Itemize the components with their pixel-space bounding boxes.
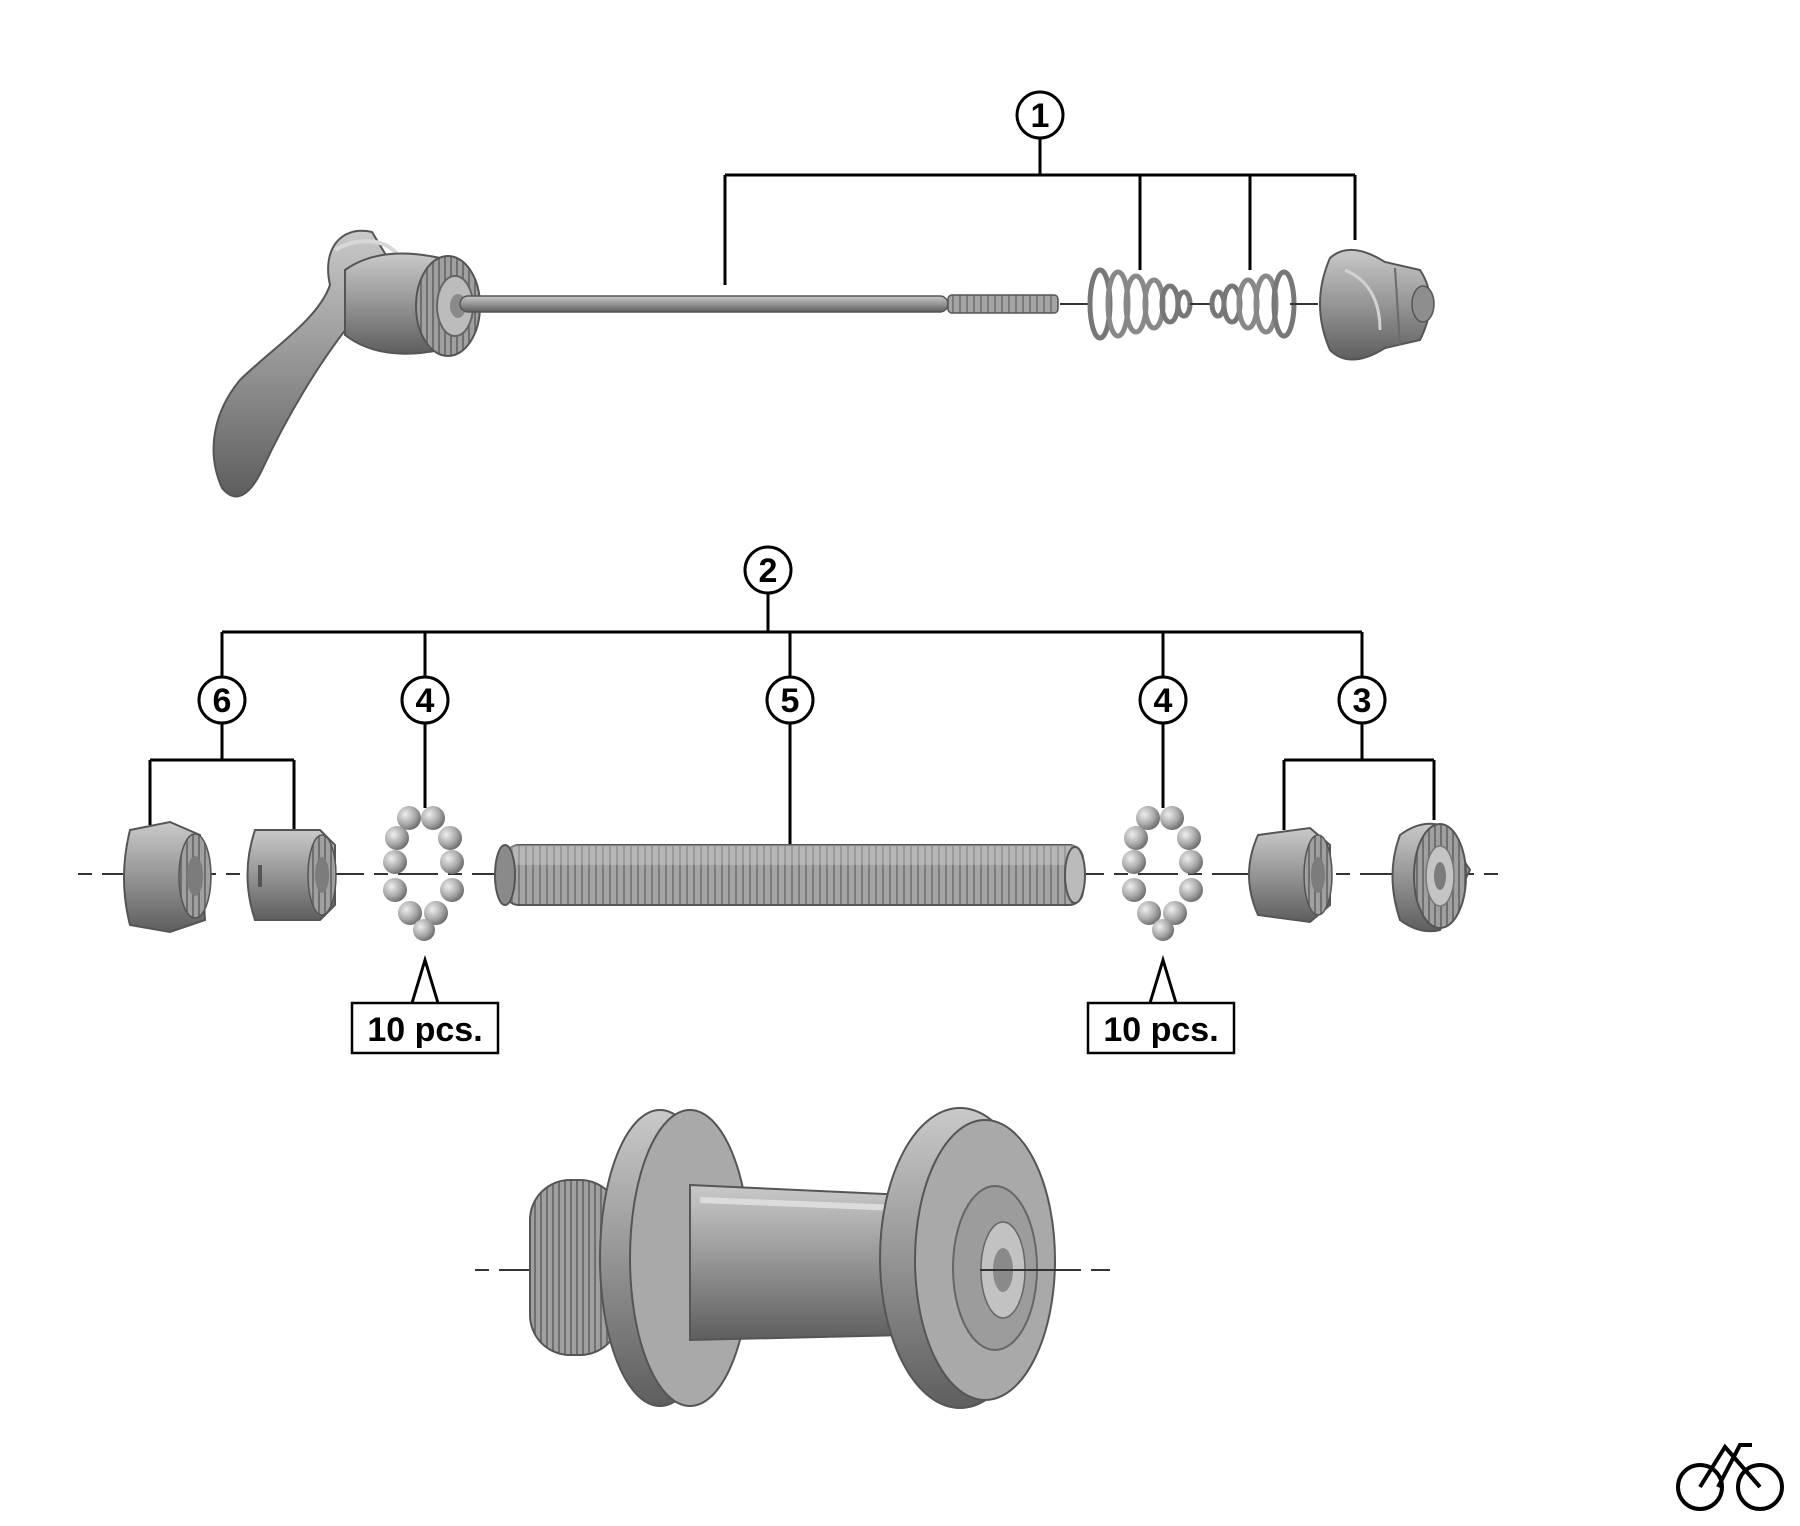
svg-text:6: 6 (213, 682, 232, 720)
right-locknut (1391, 822, 1472, 933)
svg-text:10 pcs.: 10 pcs. (1103, 1011, 1218, 1049)
svg-text:4: 4 (416, 682, 435, 720)
hub-axle (494, 844, 1086, 906)
qr-cam-body (344, 252, 481, 357)
bicycle-icon (1676, 1443, 1784, 1511)
callout-1: 1 (1015, 90, 1065, 140)
svg-text:10 pcs.: 10 pcs. (367, 1011, 482, 1049)
callout-2-leaders (220, 593, 1364, 677)
callout-2: 2 (743, 545, 793, 595)
hub-body (475, 1107, 1110, 1409)
left-ball-bearings (383, 806, 464, 941)
callout-6-leaders (148, 723, 296, 830)
right-ball-bearings (1122, 806, 1203, 941)
svg-text:3: 3 (1353, 682, 1372, 720)
svg-text:1: 1 (1031, 97, 1050, 135)
callout-5: 5 (765, 675, 815, 725)
callout-6: 6 (197, 675, 247, 725)
left-cone (246, 829, 337, 921)
callout-1-leaders (723, 138, 1357, 285)
callout-4-left: 4 (400, 675, 450, 725)
quantity-label-left: 10 pcs. (350, 954, 500, 1055)
qr-spring-right (1209, 269, 1297, 339)
qr-skewer-rod (459, 294, 1059, 314)
svg-text:4: 4 (1154, 682, 1173, 720)
quantity-label-right: 10 pcs. (1086, 954, 1236, 1055)
callout-4-right: 4 (1138, 675, 1188, 725)
callout-3: 3 (1337, 675, 1387, 725)
qr-adjusting-nut (1319, 249, 1435, 361)
svg-text:2: 2 (759, 552, 778, 590)
right-cone (1248, 826, 1333, 924)
callout-3-leaders (1282, 723, 1436, 830)
svg-text:5: 5 (781, 682, 800, 720)
quick-release-assembly (212, 229, 1435, 498)
left-locknut (123, 820, 212, 934)
qr-spring-left (1087, 267, 1193, 341)
